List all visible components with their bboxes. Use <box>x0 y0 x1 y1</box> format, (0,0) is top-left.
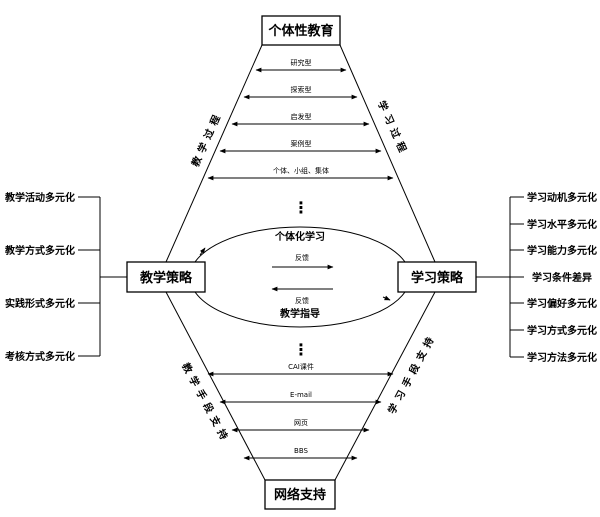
upper-left-label: 教学过程 <box>188 109 225 170</box>
right-list-item: 学习水平多元化 <box>527 218 597 231</box>
left-list: 教学活动多元化 教学方式多元化 实践形式多元化 考核方式多元化 <box>4 191 127 363</box>
right-list-item: 学习偏好多元化 <box>527 297 597 310</box>
arrow-label-case: 案例型 <box>291 139 312 148</box>
ellipse-top-label: 个体化学习 <box>274 230 325 243</box>
bottom-node-box <box>264 479 336 510</box>
top-node: 个体性教育 <box>261 15 341 46</box>
ellipse-arrow-left <box>199 247 206 256</box>
top-node-label: 个体性教育 <box>267 23 333 39</box>
arrow-label-bbs: BBS <box>294 447 308 455</box>
ellipse-arrow-right <box>382 295 391 301</box>
bottom-node: 网络支持 <box>264 479 336 510</box>
top-node-box <box>261 15 341 46</box>
bottom-node-label: 网络支持 <box>274 487 326 503</box>
left-node-label: 教学策略 <box>139 270 193 286</box>
left-list-item: 考核方式多元化 <box>5 350 75 363</box>
upper-ellipsis: ⋮ <box>293 198 309 217</box>
ellipse-upper-arrow-label: 反馈 <box>295 253 309 262</box>
lower-right-label: 学习手段支持 <box>385 331 439 417</box>
right-list-item: 学习方式多元化 <box>527 324 597 337</box>
right-node-label: 学习策略 <box>411 270 464 286</box>
upper-right-label: 学习过程 <box>375 99 411 159</box>
left-node-box <box>126 261 206 293</box>
left-node: 教学策略 <box>126 261 206 293</box>
center-ellipse: 个体化学习 反馈 反馈 教学指导 <box>189 226 411 328</box>
edge-bottom-left <box>165 291 266 481</box>
right-list-item: 学习方法多元化 <box>527 351 597 364</box>
arrow-label-cai: CAI课件 <box>288 362 314 371</box>
left-list-item: 实践形式多元化 <box>5 297 75 310</box>
arrow-label-research: 研究型 <box>291 58 312 67</box>
upper-arrows: 研究型 探索型 启发型 案例型 个体、小组、集体 ⋮ <box>207 58 394 217</box>
edge-top-left <box>165 44 263 263</box>
right-list-item: 学习条件差异 <box>532 271 592 284</box>
edge-bottom-right <box>334 291 436 481</box>
arrow-label-web: 网页 <box>294 419 308 427</box>
arrow-label-explore: 探索型 <box>291 85 312 94</box>
lower-ellipsis: ⋮ <box>293 340 309 359</box>
lower-arrows: CAI课件 E-mail 网页 BBS ⋮ <box>207 340 394 461</box>
right-list-item: 学习能力多元化 <box>527 244 597 257</box>
left-list-item: 教学方式多元化 <box>4 244 75 257</box>
right-node-box <box>397 261 477 293</box>
arrow-label-email: E-mail <box>290 391 312 399</box>
arrow-label-heuristic: 启发型 <box>291 112 312 121</box>
right-node: 学习策略 <box>397 261 477 293</box>
right-list: 学习动机多元化 学习水平多元化 学习能力多元化 学习条件差异 学习偏好多元化 学… <box>476 191 597 364</box>
edge-top-right <box>339 44 436 263</box>
ellipse-bottom-label: 教学指导 <box>279 307 320 320</box>
left-list-item: 教学活动多元化 <box>4 191 75 204</box>
ellipse-lower-arrow-label: 反馈 <box>295 296 309 305</box>
arrow-label-group: 个体、小组、集体 <box>273 166 329 175</box>
right-list-item: 学习动机多元化 <box>527 191 597 204</box>
